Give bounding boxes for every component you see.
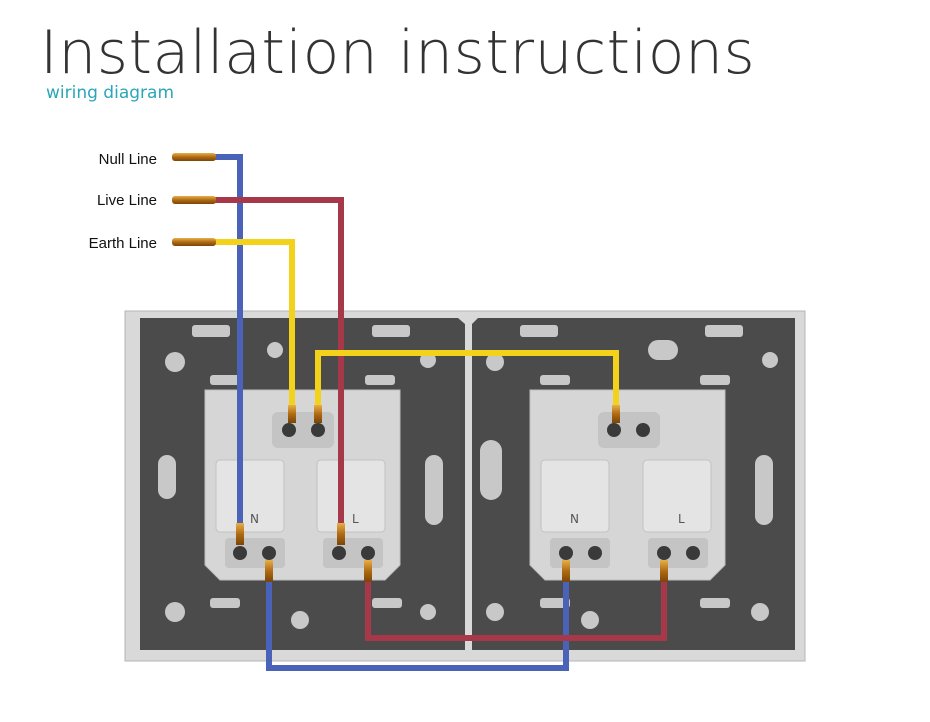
right-neutral-mark: N	[570, 512, 579, 526]
null-line-label: Null Line	[99, 151, 157, 168]
null-wire	[215, 154, 243, 525]
right-socket-module: N L	[529, 389, 726, 581]
terminal-copper-tips	[236, 405, 668, 582]
live-line-label: Live Line	[97, 192, 157, 209]
earth-wire	[215, 239, 295, 422]
left-live-mark: L	[352, 512, 359, 526]
null-bridge-wire	[266, 580, 569, 671]
earth-line-label: Earth Line	[89, 235, 157, 252]
live-bridge-wire	[365, 580, 667, 641]
page-title: Installation instructions	[40, 18, 756, 88]
right-live-mark: L	[678, 512, 685, 526]
earth-bridge-wire	[315, 350, 619, 422]
page-subtitle: wiring diagram	[46, 83, 174, 103]
live-wire	[215, 197, 344, 525]
wire-ends	[172, 153, 216, 246]
left-neutral-mark: N	[250, 512, 259, 526]
left-socket-module: N L	[204, 389, 401, 581]
